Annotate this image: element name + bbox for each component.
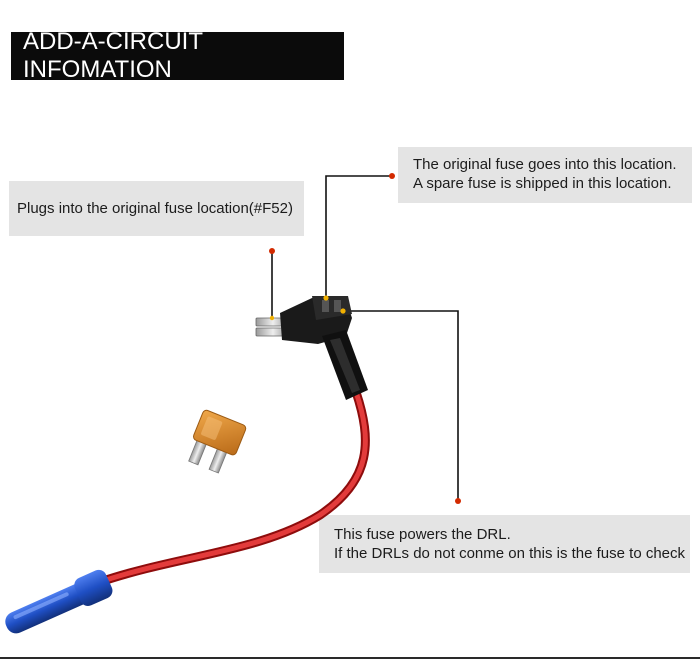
leader-dot-original [389, 173, 395, 179]
callout-drl-line-1: This fuse powers the DRL. [334, 526, 511, 543]
page-title: ADD-A-CIRCUIT INFOMATION [11, 28, 344, 83]
leader-original-line [325, 175, 392, 298]
callout-plug-location: Plugs into the original fuse location(#F… [9, 181, 304, 236]
page-title-text: ADD-A-CIRCUIT INFOMATION [23, 28, 203, 83]
callout-drl-fuse: This fuse powers the DRL. If the DRLs do… [319, 515, 690, 573]
callout-original-line-2: A spare fuse is shipped in this location… [413, 175, 672, 192]
callout-drl-line-2: If the DRLs do not conme on this is the … [334, 545, 686, 562]
leader-drl-line [343, 310, 459, 501]
bottom-divider [0, 657, 700, 659]
spare-micro-fuse [188, 409, 247, 474]
blue-butt-connector [5, 569, 113, 634]
fuse-slot-marker-side [340, 308, 346, 314]
prong-marker [269, 315, 275, 321]
fuse-tap-holder [255, 295, 368, 400]
red-wire-highlight [97, 389, 368, 585]
leader-dot-plug [269, 248, 275, 254]
leader-dot-drl [455, 498, 461, 504]
fuse-slot-marker-top [323, 295, 329, 301]
callout-original-fuse: The original fuse goes into this locatio… [398, 147, 692, 203]
callout-original-line-1: The original fuse goes into this locatio… [413, 156, 677, 173]
leader-lines [269, 173, 461, 504]
callout-plug-text: Plugs into the original fuse location(#F… [17, 200, 293, 217]
